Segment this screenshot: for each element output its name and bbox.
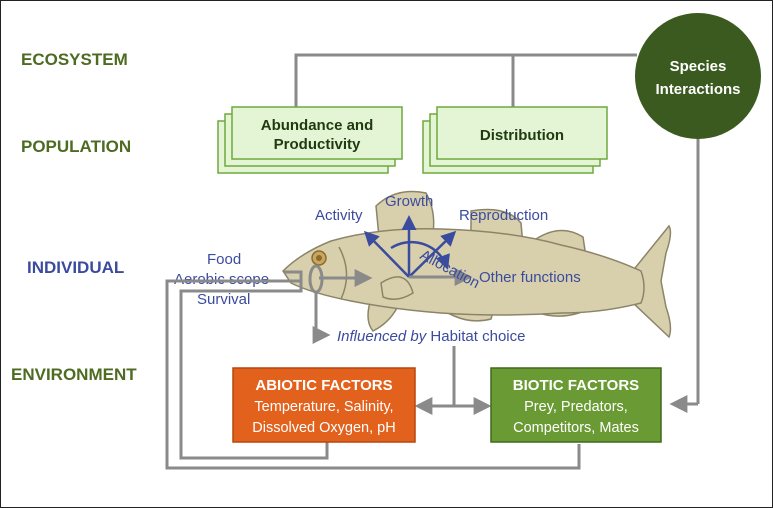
abiotic-title: ABIOTIC FACTORS <box>255 377 392 394</box>
abiotic-line1: Temperature, Salinity, <box>254 399 393 415</box>
level-individual: INDIVIDUAL <box>27 258 124 277</box>
environment-connectors <box>165 264 581 470</box>
abiotic-factors-box: ABIOTIC FACTORS Temperature, Salinity, D… <box>232 367 416 443</box>
level-environment: ENVIRONMENT <box>11 365 137 384</box>
biotic-line2: Competitors, Mates <box>513 420 639 436</box>
level-ecosystem: ECOSYSTEM <box>21 50 128 69</box>
label-food: Food <box>207 251 241 268</box>
species-interactions-line1: Species <box>670 58 727 75</box>
label-habitat: Habitat choice <box>430 328 525 345</box>
abundance-productivity-box: Abundance and Productivity <box>217 106 403 174</box>
label-habitat-choice: Influenced by Habitat choice <box>337 328 525 345</box>
label-reproduction: Reproduction <box>459 207 548 224</box>
label-other-functions: Other functions <box>479 269 581 286</box>
abundance-line1: Abundance and <box>261 117 374 134</box>
biotic-title: BIOTIC FACTORS <box>513 377 639 394</box>
biotic-line1: Prey, Predators, <box>524 399 628 415</box>
distribution-box: Distribution <box>422 106 608 174</box>
distribution-label: Distribution <box>480 127 564 144</box>
allocation-arrows <box>363 215 457 278</box>
biotic-factors-box: BIOTIC FACTORS Prey, Predators, Competit… <box>490 367 662 443</box>
species-interactions-line2: Interactions <box>655 81 740 98</box>
abundance-line2: Productivity <box>274 136 361 153</box>
level-population: POPULATION <box>21 137 131 156</box>
fish-eye <box>311 250 327 266</box>
label-growth: Growth <box>385 193 433 210</box>
label-influenced-by: Influenced by <box>337 328 428 345</box>
label-survival: Survival <box>197 291 250 308</box>
species-interactions-node: Species Interactions <box>635 13 761 139</box>
label-activity: Activity <box>315 207 363 224</box>
top-connectors <box>294 53 700 404</box>
abiotic-line2: Dissolved Oxygen, pH <box>252 420 395 436</box>
